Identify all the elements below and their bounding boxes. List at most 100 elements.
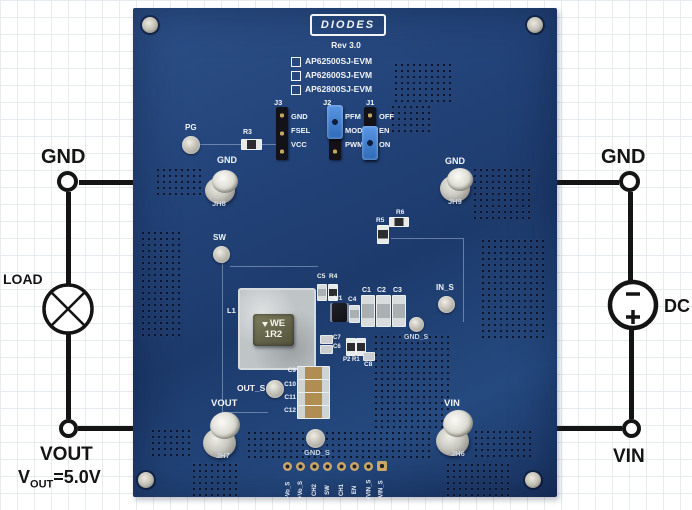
mounting-hole xyxy=(138,472,154,488)
pg-label: PG xyxy=(185,123,197,132)
r4-resistor xyxy=(328,284,338,301)
u1-ic xyxy=(332,303,347,322)
model-label: AP62800SJ-EVM xyxy=(305,84,373,95)
bottom-pin xyxy=(310,462,319,471)
r3-resistor xyxy=(241,139,262,150)
load-symbol-icon xyxy=(42,283,94,335)
c2-label: C2 xyxy=(377,287,386,294)
model-row: AP62600SJ-EVM xyxy=(291,70,372,81)
vout-value-sub: OUT xyxy=(30,478,54,491)
bottom-pin-label: SW xyxy=(323,473,333,507)
trace xyxy=(230,266,318,267)
wire-vout xyxy=(78,426,133,431)
c11-label: C11 xyxy=(284,394,296,401)
c12-label: C12 xyxy=(284,407,296,414)
c10-capacitor xyxy=(297,379,330,393)
vin-node xyxy=(622,419,641,438)
j3-ref: J3 xyxy=(274,98,283,107)
bottom-pin xyxy=(296,462,305,471)
c11-capacitor xyxy=(297,392,330,406)
jh6-ref: JH6 xyxy=(451,449,465,458)
gnd-s-bottom-testpoint xyxy=(306,429,325,448)
out-s-testpoint xyxy=(266,380,284,398)
bottom-pin-text: -VIN_S xyxy=(379,480,385,500)
wire-load-bottom xyxy=(66,333,71,419)
r6-resistor xyxy=(389,217,409,227)
j2-pin-label: PWM xyxy=(345,140,364,149)
u1-label: U1 xyxy=(334,295,343,302)
c1-label: C1 xyxy=(362,287,371,294)
bottom-pin-label: CH2 xyxy=(310,473,320,507)
bottom-pin-label: +Vo_S xyxy=(296,473,306,507)
j3-pin-label: VCC xyxy=(291,140,307,149)
c9-label: C9 xyxy=(287,367,296,374)
pg-testpoint xyxy=(182,136,200,154)
wire-gnd-right xyxy=(557,180,619,185)
jh7-label: VOUT xyxy=(211,398,238,409)
via-field xyxy=(390,104,434,132)
j2-pin-label: PFM xyxy=(345,112,361,121)
via-field xyxy=(480,238,544,340)
j2-pin-label: MODE xyxy=(345,126,368,135)
r6-label: R6 xyxy=(396,209,405,216)
jh7-ref: JH7 xyxy=(216,451,230,460)
rev-label: Rev 3.0 xyxy=(331,40,361,50)
bottom-pin-text: EN xyxy=(352,485,358,495)
bottom-pin xyxy=(350,462,359,471)
polarity-marker-icon xyxy=(261,322,268,328)
bottom-pin xyxy=(337,462,346,471)
j1-pin-label: EN xyxy=(379,126,390,135)
wire-gnd-left xyxy=(79,180,133,185)
via-field xyxy=(155,167,205,197)
vout-value: VOUT=5.0V xyxy=(18,467,101,491)
r5-resistor xyxy=(377,225,389,244)
r5-label: R5 xyxy=(376,217,385,224)
c3-label: C3 xyxy=(393,287,402,294)
bottom-pin-label: -VIN_S xyxy=(377,473,387,507)
c1-capacitor xyxy=(361,295,375,327)
bottom-pin-label: CH1 xyxy=(337,473,347,507)
model-row: AP62500SJ-EVM xyxy=(291,56,372,67)
jh8-terminal xyxy=(205,170,241,204)
trace xyxy=(222,262,223,412)
jh9-label: GND xyxy=(445,156,465,166)
load-label: LOAD xyxy=(3,271,43,287)
gnd-right-label: GND xyxy=(601,146,646,168)
gnd-s-bottom-label: GND_S xyxy=(304,448,330,457)
vout-node xyxy=(59,419,78,438)
j1-ref: J1 xyxy=(366,98,375,107)
via-field xyxy=(473,429,535,457)
bottom-pin-text: +Vo_S xyxy=(298,480,305,500)
gnd-right-node xyxy=(619,171,640,192)
j1-pin-label: OFF xyxy=(379,112,394,121)
jh6-label: VIN xyxy=(444,398,460,409)
vout-label: VOUT xyxy=(40,444,93,465)
jh6-terminal xyxy=(436,407,476,456)
c10-label: C10 xyxy=(284,381,296,388)
mounting-hole xyxy=(525,472,541,488)
gnd-left-node xyxy=(57,171,78,192)
p2-part xyxy=(346,338,356,356)
j3-pin-label: GND xyxy=(291,112,308,121)
jh9-terminal xyxy=(440,168,476,202)
gnd-left-label: GND xyxy=(41,146,86,168)
trace xyxy=(222,412,268,413)
c5-capacitor xyxy=(317,284,327,301)
gnd-s-mid-label: GND_S xyxy=(404,334,429,341)
c6-label: C6 xyxy=(333,344,341,350)
wire-dc-bottom xyxy=(629,330,634,419)
l1-marking-line2: 1R2 xyxy=(264,329,283,340)
bottom-pin-label: +VIN_S xyxy=(364,473,374,507)
bottom-pin-label: EN xyxy=(350,473,360,507)
p2-r1-label: P2 R1 xyxy=(343,357,360,363)
c9-capacitor xyxy=(297,366,330,380)
bottom-pin xyxy=(364,462,373,471)
c8-label: C8 xyxy=(364,361,373,368)
j1-pin-label: ON xyxy=(379,140,391,149)
in-s-label: IN_S xyxy=(436,283,454,292)
l1-marking-line1: WE xyxy=(269,318,286,330)
jh9-ref: JH9 xyxy=(448,197,462,206)
bottom-pin xyxy=(283,462,292,471)
dc-source-icon xyxy=(607,279,659,331)
